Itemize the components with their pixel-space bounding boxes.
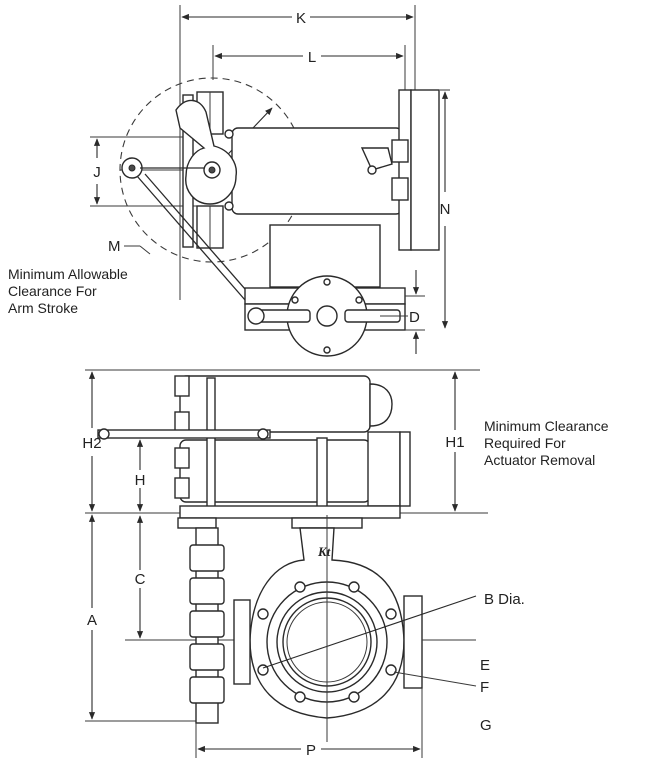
label-n: N (440, 201, 451, 218)
label-l: L (308, 49, 316, 66)
bracket-bolt-lower (224, 201, 234, 211)
label-h2: H2 (82, 435, 101, 452)
kt-logo: Kt (317, 544, 331, 559)
bracket-block-upper (391, 139, 409, 163)
top-view: K L J (8, 5, 451, 357)
side-arm-rod (97, 429, 271, 439)
label-h1: H1 (445, 434, 464, 451)
bracket-bolt-upper (224, 129, 234, 139)
side-bracket (367, 431, 401, 507)
chain-link-1 (189, 544, 225, 572)
arm-end-eye-pin (128, 164, 136, 172)
b-dia-line (262, 595, 477, 669)
bolt-hole-7 (294, 691, 306, 703)
side-mounting-foot-left (177, 517, 217, 529)
note-arm-stroke-line3: Arm Stroke (8, 300, 78, 316)
arm-pivot-top (247, 307, 265, 325)
lever-hub-center (208, 166, 216, 174)
label-f: F (480, 679, 489, 696)
actuator-lever (175, 99, 237, 205)
side-mounting-plate (179, 505, 401, 519)
flange-bolt-bottom (323, 346, 331, 354)
chain-link-5 (189, 676, 225, 704)
label-m: M (108, 238, 121, 255)
side-actuator-lower-cap-bottom (174, 477, 190, 499)
label-p: P (306, 742, 316, 759)
note-actuator-removal-line2: Required For (484, 435, 566, 451)
side-actuator-upper-cap-bottom (174, 411, 190, 433)
flange-bolt-right (355, 296, 363, 304)
yoke-post-left (206, 377, 216, 511)
label-g: G (480, 717, 492, 734)
valve-flange-left (233, 599, 251, 685)
bolt-hole-8 (348, 691, 360, 703)
side-actuator-upper-cap-top (174, 375, 190, 397)
bolt-holes (257, 581, 397, 703)
rod-clevis (360, 147, 393, 171)
flange-bolt-top (323, 278, 331, 286)
bolt-hole-6 (385, 664, 397, 676)
label-c: C (135, 571, 146, 588)
side-arm-pivot (257, 428, 269, 440)
label-h: H (135, 472, 146, 489)
arm-link-diagonal-a (136, 175, 253, 309)
m-leader-tail (139, 245, 151, 255)
side-actuator-upper-endcap (369, 383, 393, 427)
arm-link-diagonal-b (144, 173, 259, 305)
bolt-hole-1 (294, 581, 306, 593)
chain-link-4 (189, 643, 225, 671)
mounting-bracket-vertical (398, 89, 412, 251)
chain-link-3 (189, 610, 225, 638)
flange-bolt-left (291, 296, 299, 304)
label-b-dia: B Dia. (484, 591, 525, 608)
side-arm-end (98, 428, 110, 440)
label-d: D (409, 309, 420, 326)
label-j: J (93, 164, 101, 181)
label-a: A (87, 612, 97, 629)
bracket-block-lower (391, 177, 409, 201)
note-actuator-removal-line3: Actuator Removal (484, 452, 595, 468)
side-bracket-plate (399, 431, 411, 507)
rod-pin (367, 165, 377, 175)
bolt-hole-3 (257, 608, 269, 620)
label-e: E (480, 657, 490, 674)
note-actuator-removal-line1: Minimum Clearance (484, 418, 609, 434)
bolt-hole-4 (385, 608, 397, 620)
note-arm-stroke-line2: Clearance For (8, 283, 97, 299)
side-view: H2 H1 Minimum Clearance Required For Act… (82, 369, 609, 759)
label-k: K (296, 10, 306, 27)
side-actuator-lower-cap-top (174, 447, 190, 469)
top-flange-hub (316, 305, 338, 327)
note-arm-stroke-line1: Minimum Allowable (8, 266, 128, 282)
bolt-hole-2 (348, 581, 360, 593)
f-leader (393, 671, 477, 687)
mounting-plate (410, 89, 440, 251)
chain-link-2 (189, 577, 225, 605)
